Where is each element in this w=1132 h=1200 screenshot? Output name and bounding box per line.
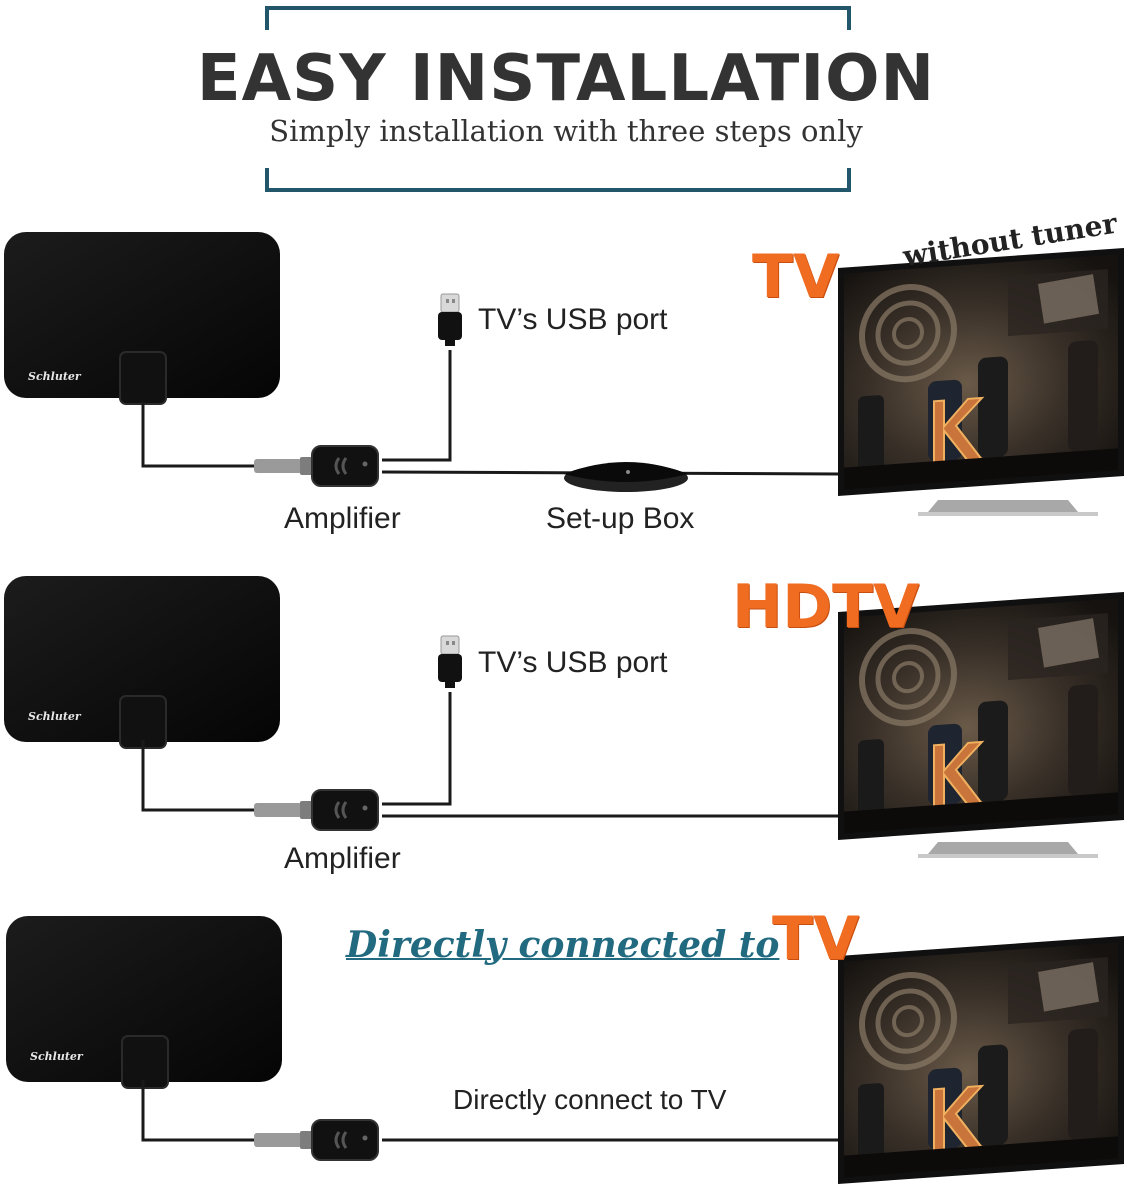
usb-port-label-2: TV’s USB port [478, 646, 668, 679]
brand-label-3: Schluter [30, 1050, 83, 1063]
amplifier-2 [252, 788, 380, 832]
usb-port-label-1: TV’s USB port [478, 303, 668, 336]
amplifier-label-2: Amplifier [284, 842, 401, 875]
brand-label-2: Schluter [28, 710, 81, 723]
setup-box-icon [564, 462, 688, 492]
amplifier-1 [252, 444, 380, 488]
antenna-cable-2 [141, 740, 262, 812]
direct-headline: Directly connected to [346, 924, 780, 966]
usb-cable-1 [382, 350, 452, 462]
tv-tag-2: HDTV [732, 572, 920, 642]
brand-label-1: Schluter [28, 370, 81, 383]
setup-box-label: Set-up Box [546, 502, 695, 535]
tv-3 [838, 936, 1124, 1184]
usb-plug-2-icon [437, 635, 463, 689]
direct-connect-label: Directly connect to TV [453, 1084, 727, 1115]
tv-tag-3: TV [772, 904, 860, 974]
usb-cable-2 [382, 692, 452, 806]
antenna-cable-1 [141, 402, 262, 468]
title-frame-bottom [265, 168, 851, 192]
amplifier-label-1: Amplifier [284, 502, 401, 535]
tv-tag-1: TV [752, 242, 840, 312]
amplifier-3 [252, 1118, 380, 1162]
page-subtitle: Simply installation with three steps onl… [269, 114, 863, 148]
title-frame-top [265, 6, 851, 30]
usb-plug-1-icon [437, 293, 463, 347]
tv-1 [838, 248, 1124, 516]
page-title: EASY INSTALLATION [196, 42, 936, 116]
antenna-cable-3 [141, 1080, 262, 1142]
